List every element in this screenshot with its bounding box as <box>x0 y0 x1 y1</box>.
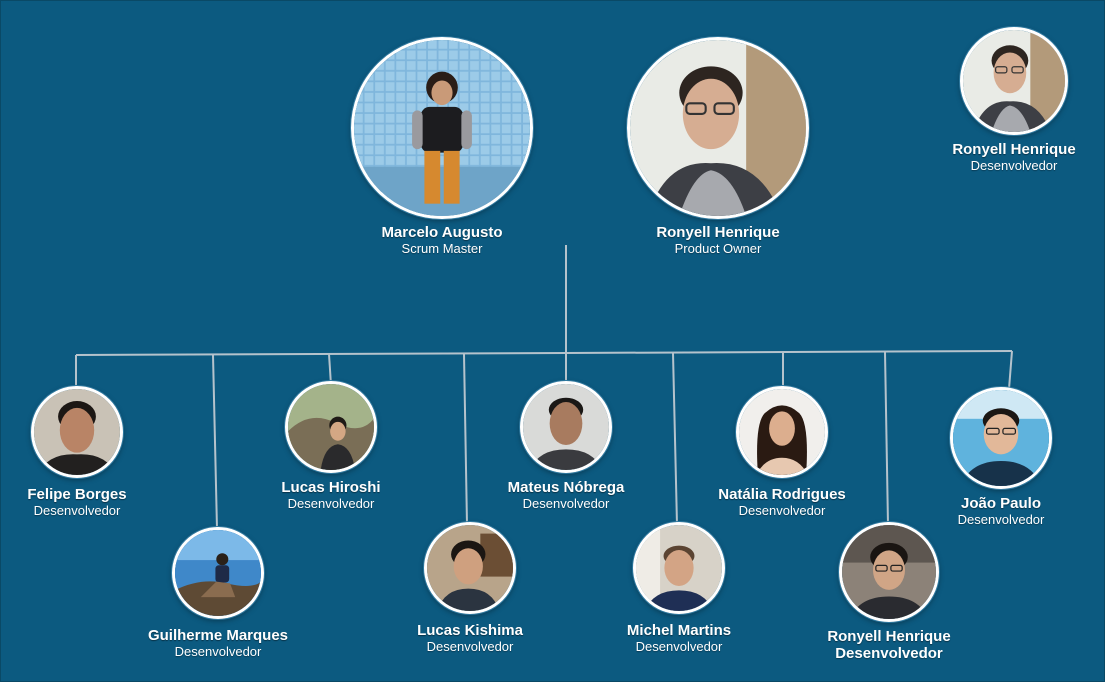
person-name: Lucas Hiroshi <box>281 479 381 496</box>
node-lucas-hiroshi: Lucas Hiroshi Desenvolvedor <box>256 381 406 511</box>
person-photo <box>172 527 264 619</box>
person-name: Ronyell Henrique <box>656 224 780 241</box>
node-mateus-nobrega: Mateus Nóbrega Desenvolvedor <box>491 381 641 511</box>
person-photo <box>424 522 516 614</box>
person-role: Desenvolvedor <box>287 496 375 511</box>
person-name: João Paulo <box>960 495 1042 512</box>
node-joao-paulo: João Paulo Desenvolvedor <box>926 387 1076 527</box>
connector-drop-ronyell-dev <box>884 351 889 526</box>
node-ronyell-henrique-corner: Ronyell Henrique Desenvolvedor <box>939 27 1089 173</box>
person-name: Michel Martins <box>626 622 732 639</box>
person-photo <box>520 381 612 473</box>
node-marcelo-augusto: Marcelo Augusto Scrum Master <box>342 37 542 256</box>
person-role: Desenvolvedor <box>957 512 1045 527</box>
person-role: Desenvolvedor <box>635 639 723 654</box>
node-michel-martins: Michel Martins Desenvolvedor <box>604 522 754 654</box>
node-guilherme-marques: Guilherme Marques Desenvolvedor <box>138 527 298 659</box>
person-name: Felipe Borges <box>27 486 127 503</box>
person-photo <box>627 37 809 219</box>
person-role: Desenvolvedor <box>33 503 121 518</box>
person-role: Desenvolvedor <box>738 503 826 518</box>
person-photo <box>736 386 828 478</box>
node-ronyell-henrique-dev: Ronyell Henrique Desenvolvedor <box>809 522 969 662</box>
connector-drop-kishima <box>463 353 468 526</box>
person-photo <box>839 522 939 622</box>
connector-drop-guilherme <box>212 354 218 530</box>
person-photo <box>351 37 533 219</box>
person-name: Guilherme Marques <box>147 627 289 644</box>
person-name: Ronyell Henrique <box>952 141 1076 158</box>
node-natalia-rodrigues: Natália Rodrigues Desenvolvedor <box>702 386 862 518</box>
person-photo <box>960 27 1068 135</box>
person-role: Desenvolvedor <box>970 158 1058 173</box>
connector-bus <box>75 350 1013 356</box>
node-lucas-kishima: Lucas Kishima Desenvolvedor <box>395 522 545 654</box>
connector-drop-hiroshi <box>328 353 332 386</box>
person-role: Desenvolvedor <box>835 645 943 662</box>
person-photo <box>633 522 725 614</box>
connector-drop-michel <box>672 352 678 526</box>
connector-drop-joao <box>1008 350 1013 390</box>
person-role: Desenvolvedor <box>522 496 610 511</box>
person-name: Ronyell Henrique <box>827 628 951 645</box>
person-role: Product Owner <box>674 241 762 256</box>
person-photo <box>31 386 123 478</box>
person-photo <box>285 381 377 473</box>
node-felipe-borges: Felipe Borges Desenvolvedor <box>1 386 153 518</box>
node-ronyell-henrique-po: Ronyell Henrique Product Owner <box>618 37 818 256</box>
person-name: Lucas Kishima <box>417 622 523 639</box>
person-role: Desenvolvedor <box>174 644 262 659</box>
person-name: Marcelo Augusto <box>381 224 503 241</box>
person-name: Mateus Nóbrega <box>507 479 625 496</box>
person-photo <box>950 387 1052 489</box>
person-role: Desenvolvedor <box>426 639 514 654</box>
person-name: Natália Rodrigues <box>718 486 846 503</box>
person-role: Scrum Master <box>401 241 483 256</box>
